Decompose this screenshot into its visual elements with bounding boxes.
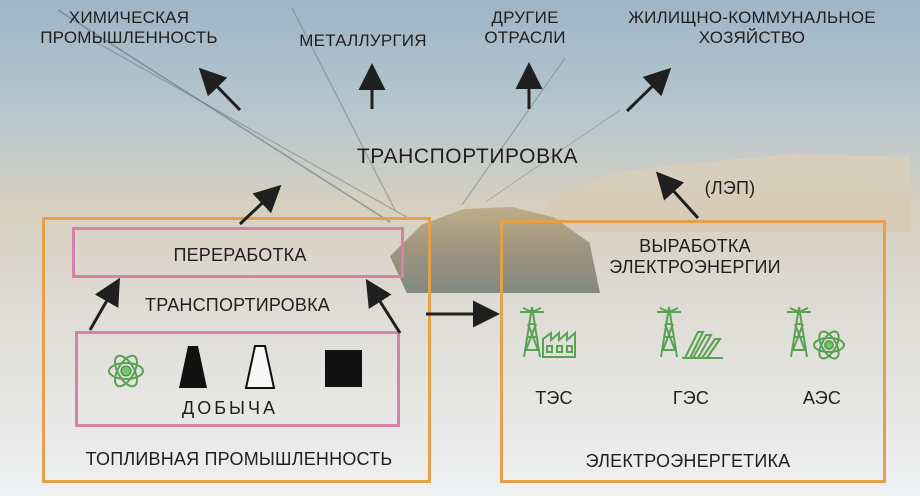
processing-label: ПЕРЕРАБОТКА: [173, 245, 307, 265]
chemical-industry-label: ХИМИЧЕСКАЯ ПРОМЫШЛЕННОСТЬ: [40, 8, 218, 47]
atom-icon: [108, 354, 144, 388]
electric-power-box: [500, 220, 886, 483]
processing-box: [72, 227, 404, 278]
tes-label: ТЭС: [535, 388, 573, 408]
fuel-industry-title: ТОПЛИВНАЯ ПРОМЫШЛЕННОСТЬ: [85, 449, 393, 469]
nuclear-power-plant-icon: [787, 306, 845, 360]
housing-utilities-label: ЖИЛИЩНО-КОММУНАЛЬНОЕ ХОЗЯЙСТВО: [628, 8, 876, 47]
black-square-icon: [325, 350, 362, 387]
other-industries-label: ДРУГИЕ ОТРАСЛИ: [484, 8, 566, 47]
hydro-power-plant-icon: [657, 306, 723, 359]
fuel-transport-label: ТРАНСПОРТИРОВКА: [145, 295, 330, 315]
oil-cone-icon: [244, 345, 276, 389]
power-line-label: (ЛЭП): [704, 178, 756, 198]
fuel-industry-box: [42, 217, 431, 483]
aes-label: АЭС: [802, 388, 842, 408]
electricity-generation-label: ВЫРАБОТКА ЭЛЕКТРОЭНЕРГИИ: [609, 236, 781, 277]
extraction-box: [75, 331, 400, 427]
extraction-label: ДОБЫЧА: [182, 398, 278, 418]
thermal-power-plant-icon: [520, 306, 576, 358]
electric-power-title: ЭЛЕКТРОЭНЕРГЕТИКА: [585, 451, 791, 471]
metallurgy-label: МЕТАЛЛУРГИЯ: [299, 31, 427, 50]
ges-label: ГЭС: [672, 388, 710, 408]
main-transport-label: ТРАНСПОРТИРОВКА: [356, 145, 579, 168]
coal-cone-icon: [179, 346, 207, 388]
